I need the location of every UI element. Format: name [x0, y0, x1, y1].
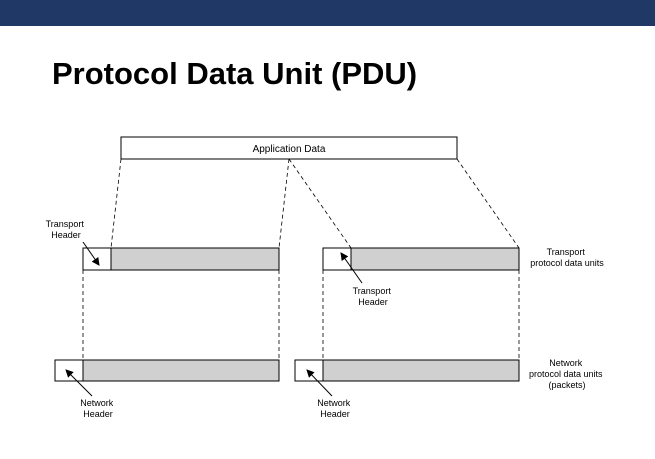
network-header-arrow-1 — [65, 369, 93, 397]
network-payload-box-2 — [322, 359, 520, 382]
network-header-label-1: Network Header — [80, 398, 116, 419]
transport-pdu-2 — [322, 247, 520, 271]
transport-header-arrow-1 — [82, 241, 100, 266]
transport-header-label-1: Transport Header — [46, 219, 87, 240]
transport-header-label-2: Transport Header — [353, 286, 394, 307]
network-header-arrow-2 — [306, 369, 333, 397]
network-guide-lines — [82, 270, 520, 360]
network-header-box-2 — [294, 359, 324, 382]
transport-payload-box-2 — [350, 247, 520, 271]
network-pdu-2 — [294, 359, 520, 382]
transport-header-box-1 — [82, 247, 112, 271]
transport-pdu-1 — [82, 247, 280, 271]
network-header-label-2: Network Header — [317, 398, 353, 419]
transport-header-arrow-2 — [340, 252, 363, 284]
network-pdu-label: Network protocol data units (packets) — [529, 358, 605, 390]
slide-title: Protocol Data Unit (PDU) — [52, 56, 418, 91]
network-pdu-1 — [54, 359, 280, 382]
transport-header-box-2 — [322, 247, 352, 271]
slide-header-bar — [0, 0, 655, 26]
transport-guide-lines — [110, 158, 520, 249]
callout-arrows — [65, 241, 363, 397]
network-payload-box-1 — [82, 359, 280, 382]
transport-payload-box-1 — [110, 247, 280, 271]
transport-pdu-label: Transport protocol data units — [530, 247, 604, 268]
network-header-box-1 — [54, 359, 84, 382]
application-data-label: Application Data — [253, 144, 326, 155]
